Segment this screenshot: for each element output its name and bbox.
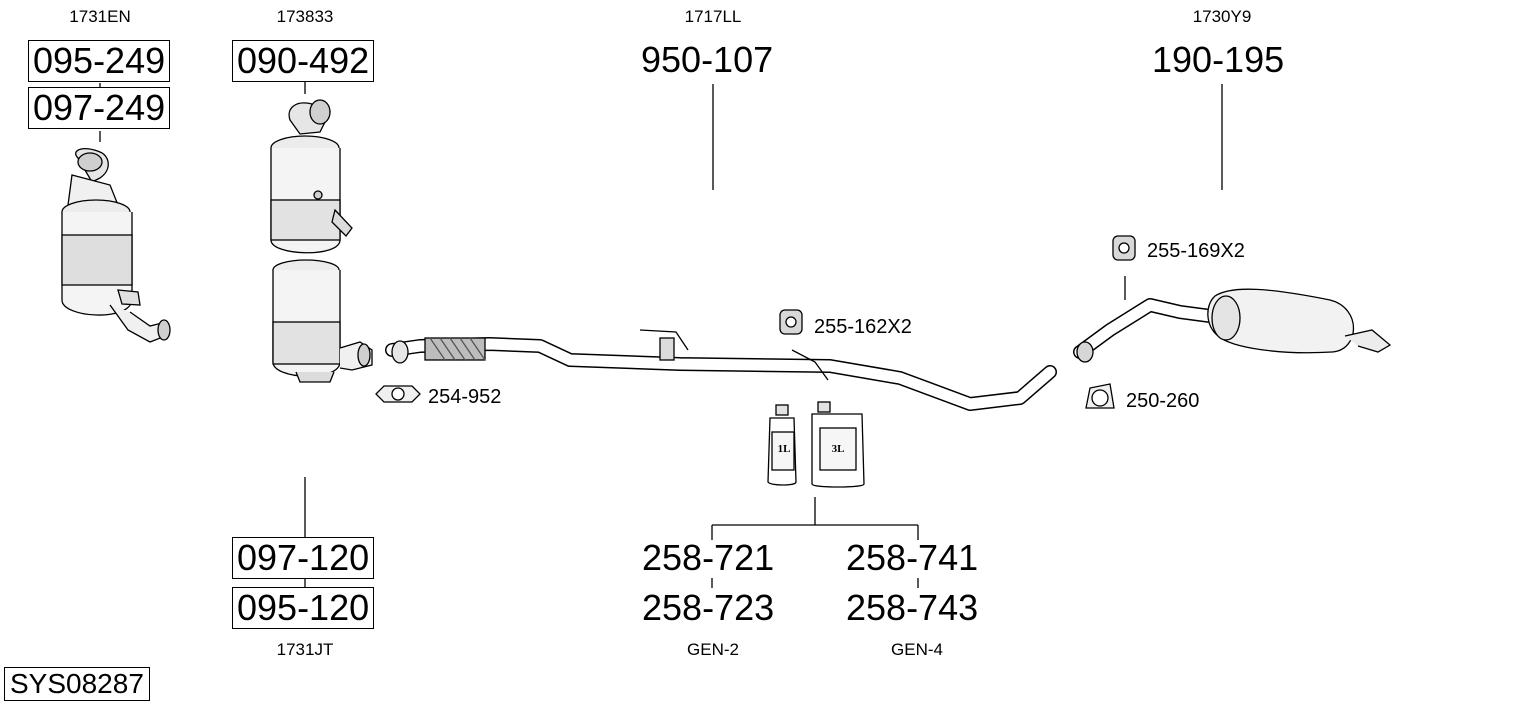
catalytic-converter-1-illustration <box>61 148 171 343</box>
clamp-254-952-icon <box>375 385 421 403</box>
part-number-255-162x2[interactable]: 255-162X2 <box>814 316 912 338</box>
bottle-small-label: 1L <box>777 443 791 455</box>
rear-silencer-illustration <box>1073 276 1392 363</box>
fluid-bottle-1l-icon <box>767 404 797 486</box>
part-number-258-723[interactable]: 258-723 <box>642 587 775 628</box>
part-number-090-492[interactable]: 090-492 <box>232 40 375 82</box>
system-code: SYS08287 <box>4 667 150 701</box>
gen4-label: GEN-4 <box>891 640 943 659</box>
canister-large-label: 3L <box>831 443 845 455</box>
part-number-095-249[interactable]: 095-249 <box>28 40 171 82</box>
part-number-250-260[interactable]: 250-260 <box>1126 390 1200 412</box>
part-number-258-721[interactable]: 258-721 <box>642 537 775 578</box>
hanger-255-162-icon <box>779 309 803 335</box>
part-number-097-249[interactable]: 097-249 <box>28 87 171 129</box>
gen2-label: GEN-2 <box>687 640 739 659</box>
middle-pipe-illustration <box>385 329 1057 411</box>
part-number-254-952[interactable]: 254-952 <box>428 386 502 408</box>
clamp-250-260-icon <box>1085 383 1115 409</box>
oem-number-rear: 1730Y9 <box>1192 7 1252 26</box>
part-number-097-120[interactable]: 097-120 <box>232 537 375 579</box>
fluid-canister-3l-icon <box>811 401 865 488</box>
oem-number-dpf: 1731JT <box>276 640 334 659</box>
oem-number-cat2: 173833 <box>276 7 334 26</box>
part-number-095-120[interactable]: 095-120 <box>232 587 375 629</box>
part-number-258-743[interactable]: 258-743 <box>846 587 979 628</box>
oem-number-mid: 1717LL <box>684 7 742 26</box>
oem-number-cat1: 1731EN <box>69 7 131 26</box>
part-number-190-195[interactable]: 190-195 <box>1152 39 1285 80</box>
hanger-255-169-icon <box>1112 235 1136 261</box>
catalytic-converter-2-illustration <box>270 99 353 254</box>
particulate-filter-illustration <box>272 259 373 383</box>
part-number-258-741[interactable]: 258-741 <box>846 537 979 578</box>
part-number-255-169x2[interactable]: 255-169X2 <box>1147 240 1245 262</box>
part-number-950-107[interactable]: 950-107 <box>641 39 774 80</box>
